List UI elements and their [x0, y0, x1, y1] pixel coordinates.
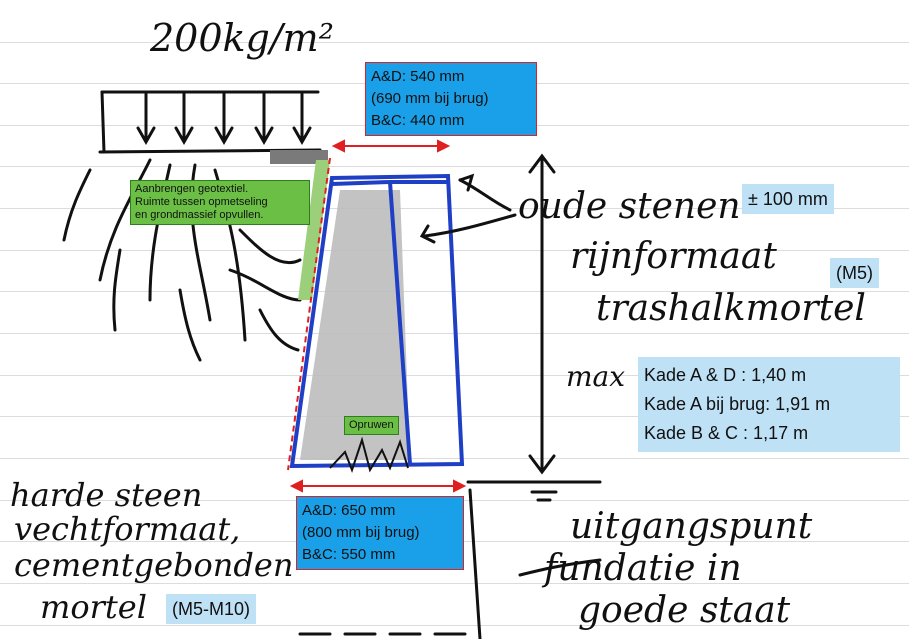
bottom-dimension-box: A&D: 650 mm (800 mm bij brug) B&C: 550 m… [296, 496, 464, 570]
note-line: Ruimte tussen opmetseling [135, 196, 268, 208]
load-label: 200kg/m² [150, 16, 334, 60]
bottom-dimension-line: B&C: 550 mm [302, 546, 396, 563]
old-stones-label: oude stenen [518, 186, 741, 227]
format-label: rijnformaat [570, 236, 777, 277]
top-dimension-line: (690 mm bij brug) [371, 90, 489, 107]
ruled-line [0, 583, 909, 584]
foundation-line: uitgangspunt [570, 506, 813, 547]
geotextile-strip [298, 160, 330, 300]
foundation-line: goede staat [578, 590, 791, 631]
roughen-note: Opruwen [344, 416, 399, 435]
ruled-line [0, 250, 909, 251]
hard-stone-label: harde steen [10, 476, 203, 514]
height-arrow [528, 153, 556, 475]
roughen-line [329, 436, 409, 473]
mortar-class-badge: (M5) [830, 258, 879, 288]
ruled-line [0, 166, 909, 167]
core-fill [300, 190, 410, 460]
tolerance-badge: ± 100 mm [742, 184, 834, 214]
format-left-label: vechtformaat, [14, 510, 241, 548]
height-values-box: Kade A & D : 1,40 m Kade A bij brug: 1,9… [638, 357, 900, 452]
ruled-line [0, 42, 909, 43]
bottom-dimension-line: A&D: 650 mm [302, 502, 396, 519]
ruled-line [0, 208, 909, 209]
load-arrows [98, 90, 322, 154]
cap-block [270, 150, 328, 164]
note-line: Aanbrengen geotextiel. [135, 183, 249, 195]
batter-line [287, 157, 331, 471]
wall-outline [289, 173, 465, 469]
height-value: Kade A bij brug: 1,91 m [644, 394, 831, 414]
note-line: en grondmassief opvullen. [135, 209, 264, 221]
ruled-line [0, 375, 909, 376]
cement-label: cementgebonden [14, 546, 294, 584]
ruled-line [0, 458, 909, 459]
ruled-line [0, 625, 909, 626]
max-label: max [566, 360, 626, 393]
mortar-left-label: mortel [40, 588, 147, 626]
mortar-label: trashalkmortel [596, 288, 866, 329]
dimension-arrows [289, 139, 467, 493]
ground-line [466, 480, 602, 639]
top-dimension-line: A&D: 540 mm [371, 68, 465, 85]
height-value: Kade A & D : 1,40 m [644, 365, 807, 385]
mortar-left-badge: (M5-M10) [166, 594, 257, 624]
geotextile-note: Aanbrengen geotextiel. Ruimte tussen opm… [130, 180, 310, 225]
pointer-arrows [419, 173, 517, 244]
height-value: Kade B & C : 1,17 m [644, 423, 809, 443]
bottom-dimension-line: (800 mm bij brug) [302, 524, 420, 541]
foundation-line: fundatie in [544, 548, 742, 589]
top-dimension-line: B&C: 440 mm [371, 112, 465, 129]
ruled-line [0, 416, 909, 417]
top-dimension-box: A&D: 540 mm (690 mm bij brug) B&C: 440 m… [365, 62, 537, 136]
